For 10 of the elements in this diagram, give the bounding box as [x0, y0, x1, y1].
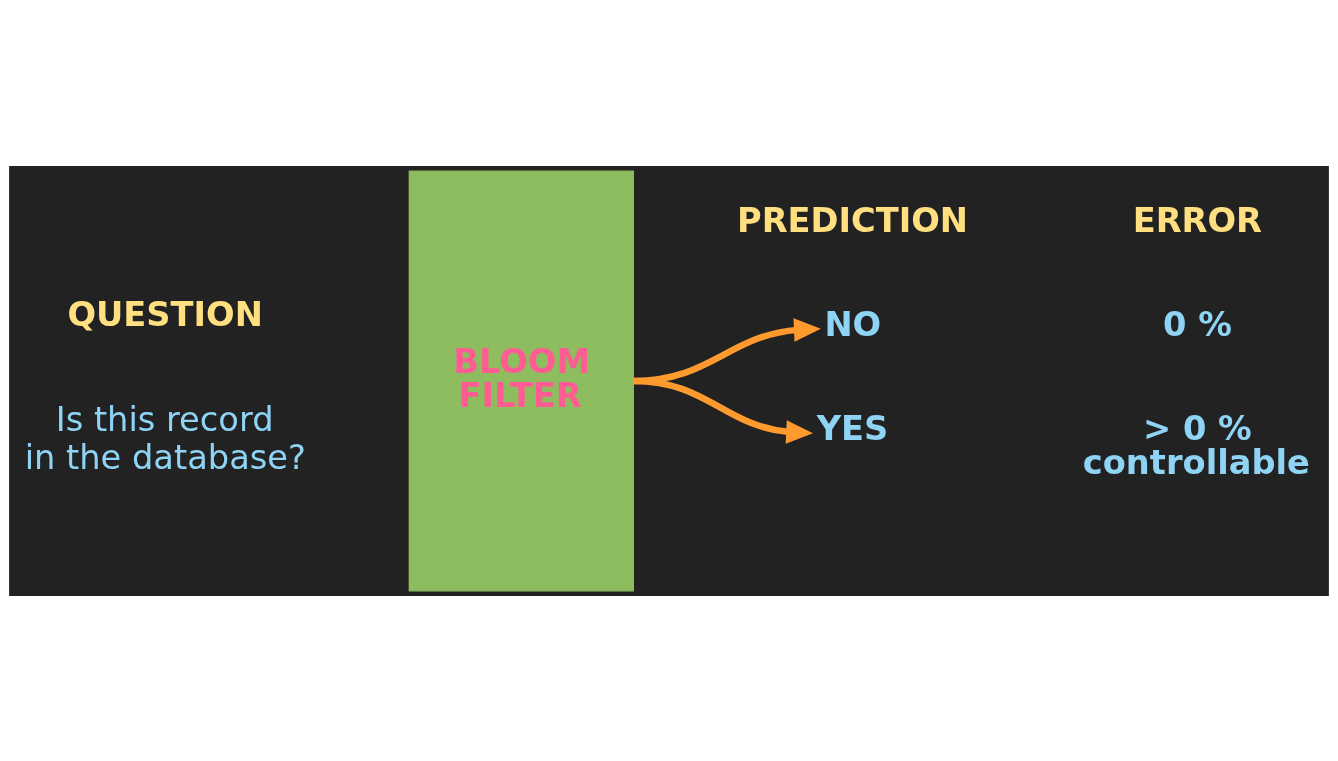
- node-box: BLOOM FILTER: [408, 170, 635, 591]
- label: > 0 % controllable: [1082, 408, 1310, 482]
- node-text: NO: [824, 304, 882, 344]
- label: PREDICTION: [737, 200, 968, 240]
- label: ERROR: [1132, 200, 1263, 240]
- label: Is this record in the database?: [24, 399, 306, 477]
- arrow: [633, 377, 814, 444]
- label: QUESTION: [67, 294, 263, 334]
- node-text: YES: [816, 408, 889, 448]
- label: 0 %: [1163, 304, 1232, 344]
